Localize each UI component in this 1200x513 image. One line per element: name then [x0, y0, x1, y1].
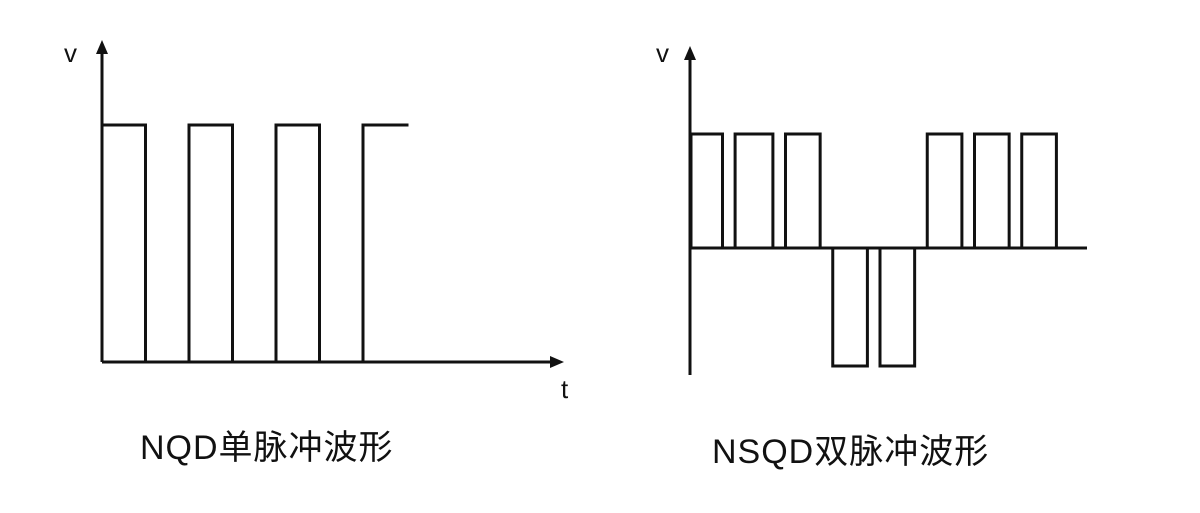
nsqd-waveform-plot [684, 46, 1087, 375]
nqd-waveform-plot [96, 40, 564, 368]
positive-pulse [925, 132, 964, 248]
positive-pulse [689, 132, 724, 248]
positive-pulse [1020, 132, 1058, 248]
pulse [361, 123, 409, 362]
right-y-axis-label: v [656, 38, 669, 68]
negative-pulse [878, 248, 917, 368]
y-axis-arrow-icon [684, 46, 696, 60]
negative-pulse [831, 248, 869, 368]
x-axis-arrow-icon [550, 356, 564, 368]
positive-pulse [973, 132, 1011, 248]
right-caption: NSQD双脉冲波形 [712, 433, 990, 471]
left-y-axis-label: v [64, 38, 77, 68]
pulse [100, 123, 147, 362]
positive-pulse [733, 132, 775, 248]
pulse [187, 123, 234, 362]
y-axis-arrow-icon [96, 40, 108, 54]
pulse [274, 123, 321, 362]
positive-pulse [784, 132, 822, 248]
left-x-axis-label: t [561, 374, 569, 404]
left-caption: NQD单脉冲波形 [140, 429, 394, 467]
